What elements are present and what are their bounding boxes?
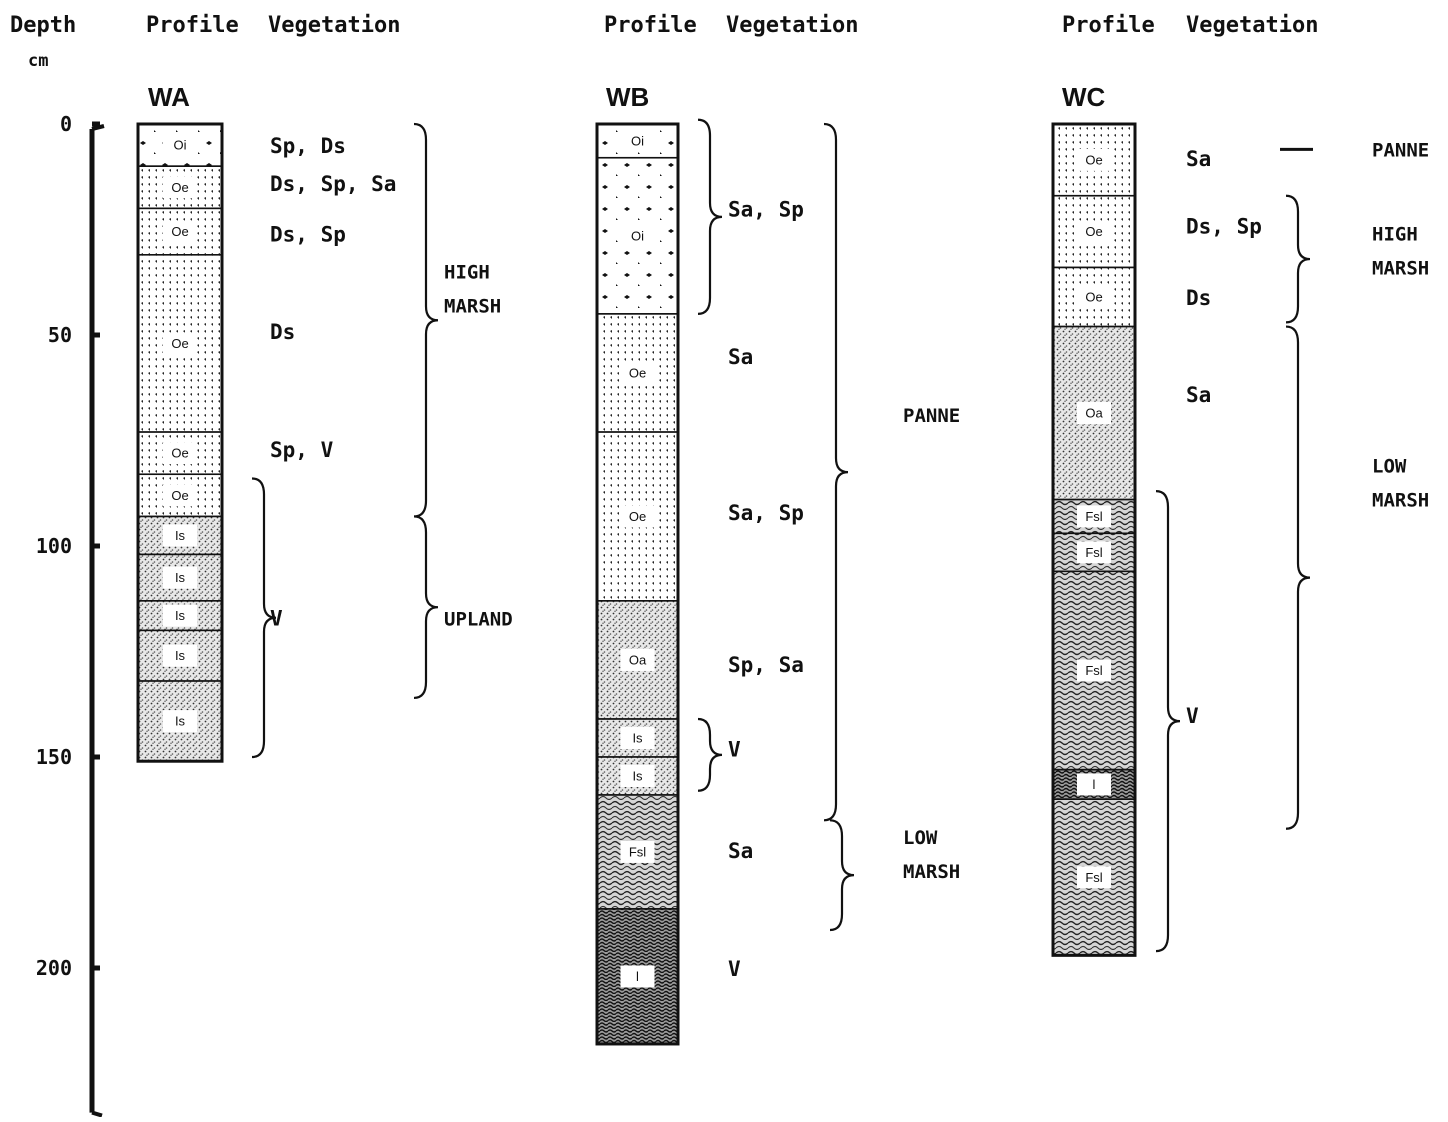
layer-label: Oe [171, 488, 188, 503]
bracket-low-marsh-wb [830, 820, 854, 930]
site-label-wa: WA [148, 82, 190, 112]
site-label-wb: WB [606, 82, 649, 112]
layer-label: l [1093, 777, 1096, 792]
zone-label: LOW [1372, 456, 1407, 478]
layer-label: Is [175, 528, 186, 543]
site-label-wc: WC [1062, 82, 1106, 112]
vegetation-label: Sp, V [270, 438, 334, 462]
zone-labels: HIGH MARSH UPLAND PANNE LOW MARSH PANNE HIGH MAR… [444, 139, 1429, 883]
bracket-sa-sp-wb [698, 120, 722, 314]
layer-label: Oi [631, 228, 644, 243]
zone-label: PANNE [903, 405, 960, 427]
layer-label: Oe [1085, 224, 1102, 239]
layer-label: Is [175, 608, 186, 623]
layer-label: Oe [1085, 290, 1102, 305]
layer-label: Oe [171, 446, 188, 461]
layer-label: l [636, 969, 639, 984]
layer-label: Oe [629, 365, 646, 380]
layer-label: Fsl [1085, 663, 1102, 678]
layer-label: Oi [174, 138, 187, 153]
bracket-panne-wb [824, 124, 848, 820]
layer-label: Oe [171, 336, 188, 351]
layer-label: Oa [629, 652, 647, 667]
zone-label: LOW [903, 827, 938, 849]
layer-label: Fsl [1085, 509, 1102, 524]
layer-label: Is [175, 714, 186, 729]
bracket-v-wb [698, 719, 722, 791]
axis-tick-label: 200 [36, 956, 72, 980]
zone-label: HIGH [444, 262, 490, 284]
vegetation-label: Ds [1186, 286, 1211, 310]
vegetation-label: Sa [728, 345, 753, 369]
vegetation-label: Sa [1186, 383, 1211, 407]
axis-bottom-cap [92, 1113, 102, 1116]
layer-label: Is [175, 570, 186, 585]
layer-label: Fsl [1085, 870, 1102, 885]
axis-unit: cm [28, 51, 48, 71]
bracket-upland-wa [414, 516, 438, 697]
vegetation-label: Sp, Sa [728, 653, 804, 677]
layer-label: Fsl [1085, 545, 1102, 560]
layer-label: Oe [171, 224, 188, 239]
bracket-v-wc [1156, 491, 1180, 951]
axis-tick-label: 150 [36, 745, 72, 769]
header-profile-wb: Profile [604, 13, 697, 38]
bracket-high-marsh-wa [414, 124, 438, 516]
layer-label: Fsl [629, 844, 646, 859]
header-vegetation-wa: Vegetation [268, 13, 400, 38]
layer-label: Oe [1085, 152, 1102, 167]
bracket-high-marsh-wc [1286, 196, 1310, 323]
zone-label: PANNE [1372, 139, 1429, 161]
zone-label: MARSH [1372, 258, 1429, 280]
vegetation-label: Sa, Sp [728, 501, 804, 525]
zone-label: MARSH [1372, 490, 1429, 512]
zone-brackets [252, 120, 1313, 951]
axis-tick-label: 100 [36, 534, 72, 558]
profile-column-wc: OeOeOeOaFslFslFsllFsl [1053, 124, 1135, 955]
layer-label: Oa [1085, 406, 1103, 421]
zone-label: MARSH [903, 861, 960, 883]
vegetation-label: Sa, Sp [728, 197, 804, 221]
layer-label: Is [632, 731, 643, 746]
vegetation-label: V [1186, 704, 1199, 728]
vegetation-label: V [728, 738, 741, 762]
layer-label: Oi [631, 133, 644, 148]
axis-tick-label: 50 [48, 323, 72, 347]
vegetation-label: Sa [728, 839, 753, 863]
vegetation-label: Ds, Sp [1186, 214, 1262, 238]
header-vegetation-wb: Vegetation [726, 13, 858, 38]
header-profile-wc: Profile [1062, 13, 1155, 38]
vegetation-label: Ds [270, 320, 295, 344]
header-vegetation-wc: Vegetation [1186, 13, 1318, 38]
vegetation-label: Sp, Ds [270, 134, 346, 158]
zone-label: MARSH [444, 296, 501, 318]
layer-label: Oe [629, 509, 646, 524]
vegetation-label: V [728, 957, 741, 981]
layer-label: Is [632, 768, 643, 783]
vegetation-label: Sa [1186, 147, 1211, 171]
vegetation-label: Ds, Sp [270, 223, 346, 247]
layer-label: Oe [171, 180, 188, 195]
vegetation-label: Ds, Sp, Sa [270, 172, 396, 196]
axis-title: Depth [10, 13, 76, 38]
zone-label: UPLAND [444, 609, 513, 631]
layer-label: Is [175, 648, 186, 663]
axis-tick-label: 0 [60, 112, 72, 136]
zone-label: HIGH [1372, 224, 1418, 246]
vegetation-label: V [270, 607, 283, 631]
depth-axis: 0 50 100 150 200 [36, 112, 104, 1116]
header-profile-wa: Profile [146, 13, 239, 38]
bracket-low-marsh-wc [1286, 327, 1310, 829]
